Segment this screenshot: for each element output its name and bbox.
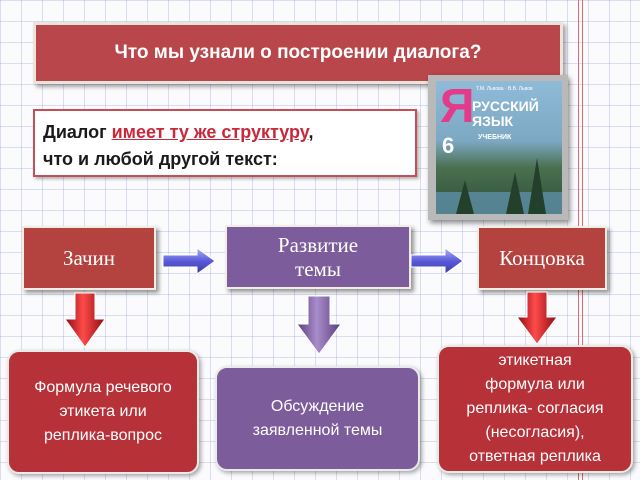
stage-development-line2: темы (295, 257, 341, 281)
stage-development: Развитие темы (225, 225, 411, 289)
tree-shape (456, 180, 474, 214)
note-opening: Формула речевого этикета или реплика-воп… (7, 350, 199, 474)
slide-title-text: Что мы узнали о построении диалога? (114, 42, 482, 63)
note-opening-line: этикета или (59, 403, 147, 420)
arrow-down-icon (516, 291, 558, 345)
note-ending-line: формула или (485, 376, 585, 393)
note-development-line: заявленной темы (252, 421, 383, 439)
textbook-cover-art: Я Т.М. Львова · В.В. Львов РУССКИЙ ЯЗЫК … (436, 81, 562, 214)
statement-box: Диалог имеет ту же структуру, что и любо… (33, 109, 417, 177)
stage-ending: Концовка (477, 226, 607, 290)
book-title: РУССКИЙ ЯЗЫК (472, 99, 539, 128)
note-opening-line: Формула речевого (34, 379, 172, 396)
stage-opening: Зачин (22, 226, 156, 290)
note-development: Обсуждение заявленной темы (215, 366, 420, 471)
statement-part2: , (308, 122, 314, 142)
note-ending-line: (несогласия), (485, 424, 585, 441)
book-title-line1: РУССКИЙ (472, 98, 539, 114)
statement-highlight: имеет ту же структуру (111, 122, 309, 142)
book-letter: Я (440, 81, 475, 133)
note-ending-line: ответная реплика (469, 448, 601, 465)
tree-shape (528, 158, 546, 214)
arrow-down-icon (296, 295, 342, 355)
note-development-line: Обсуждение (270, 397, 365, 415)
note-ending-line: этикетная (498, 352, 572, 369)
statement-part1: Диалог (43, 122, 112, 142)
stage-development-line1: Развитие (277, 232, 359, 257)
statement-line2: что и любой другой текст: (43, 149, 278, 169)
book-authors: Т.М. Львова · В.В. Львов (476, 86, 533, 92)
textbook-cover-image: Я Т.М. Львова · В.В. Львов РУССКИЙ ЯЗЫК … (428, 75, 568, 220)
book-title-line2: ЯЗЫК (472, 112, 514, 129)
arrow-right-icon (410, 247, 464, 275)
slide-title: Что мы узнали о построении диалога? (33, 22, 563, 84)
stage-ending-label: Концовка (499, 245, 585, 270)
arrow-right-icon (162, 247, 216, 275)
book-grade: 6 (442, 133, 455, 158)
note-opening-line: реплика-вопрос (43, 427, 162, 444)
stage-opening-label: Зачин (62, 245, 116, 270)
note-ending-line: реплика- согласия (466, 400, 604, 417)
note-ending: этикетная формула или реплика- согласия … (437, 345, 633, 473)
book-subtitle: УЧЕБНИК (478, 134, 512, 141)
tree-shape (506, 172, 524, 214)
arrow-down-icon (64, 292, 106, 348)
